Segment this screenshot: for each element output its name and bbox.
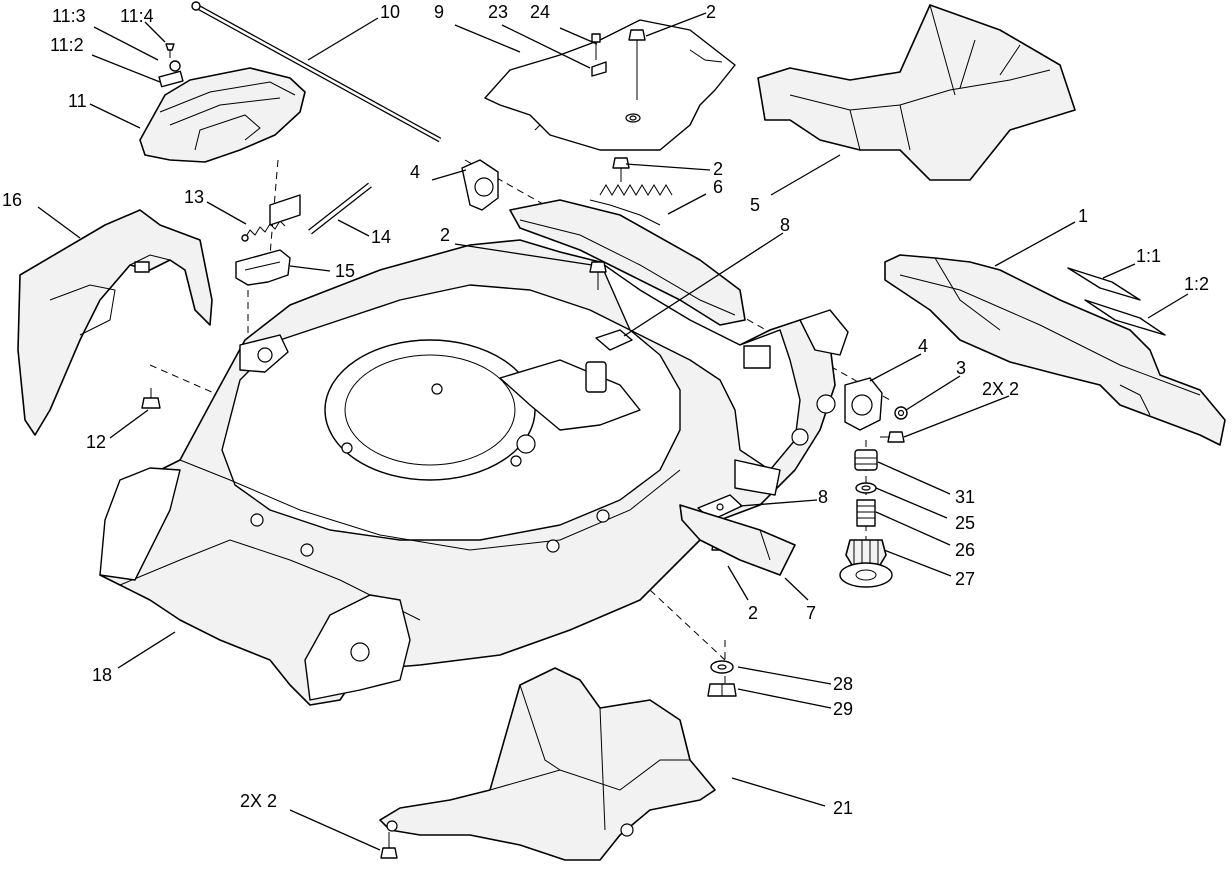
callout-11-2: 11:2 bbox=[50, 35, 84, 55]
part-26-spring bbox=[856, 499, 876, 527]
callout-3: 3 bbox=[956, 358, 966, 378]
part-15-bracket bbox=[235, 249, 291, 286]
part-11-handle-cover bbox=[139, 43, 306, 163]
part-10-rod bbox=[191, 1, 442, 143]
callout-2-top: 2 bbox=[706, 2, 716, 22]
callout-4-right: 4 bbox=[918, 336, 928, 356]
callout-31: 31 bbox=[955, 487, 975, 507]
callout-29: 29 bbox=[833, 699, 853, 719]
part-18-mower-deck bbox=[99, 199, 849, 706]
callout-27: 27 bbox=[955, 569, 975, 589]
part-3-nut bbox=[894, 406, 908, 420]
callout-14: 14 bbox=[371, 227, 391, 247]
callout-2-bottom: 2 bbox=[748, 603, 758, 623]
part-1-2-decal bbox=[1084, 299, 1166, 336]
part-2-screw-left bbox=[589, 261, 607, 290]
part-31-adjuster bbox=[854, 449, 878, 471]
callout-23: 23 bbox=[488, 2, 508, 22]
callout-5: 5 bbox=[750, 195, 760, 215]
callout-7: 7 bbox=[806, 603, 816, 623]
part-5-discharge-chute bbox=[757, 4, 1076, 181]
part-16-side-cover bbox=[17, 209, 213, 436]
callout-11: 11 bbox=[68, 91, 87, 111]
callout-1-2: 1:2 bbox=[1184, 274, 1209, 294]
part-28-washer bbox=[710, 660, 734, 674]
part-14-pin bbox=[308, 182, 372, 235]
callout-25: 25 bbox=[955, 513, 975, 533]
callout-10: 10 bbox=[380, 2, 400, 22]
part-13-spring bbox=[241, 194, 301, 242]
callout-12: 12 bbox=[86, 432, 106, 452]
callout-18: 18 bbox=[92, 665, 112, 685]
part-7-baffle bbox=[679, 504, 796, 576]
part-4-bushing-plate-left bbox=[461, 159, 499, 211]
part-1-rear-bar bbox=[884, 254, 1226, 446]
callout-1: 1 bbox=[1078, 206, 1088, 226]
callout-2x2-right: 2X 2 bbox=[982, 379, 1019, 399]
part-2-screw-front bbox=[380, 832, 398, 859]
callout-15: 15 bbox=[335, 261, 355, 281]
callout-8-top: 8 bbox=[780, 215, 790, 235]
part-9-cover-plate bbox=[484, 19, 736, 151]
callout-16: 16 bbox=[2, 190, 22, 210]
part-4-bushing-plate-right bbox=[844, 377, 883, 431]
part-12-screw bbox=[141, 388, 161, 409]
part-8-bracket-top bbox=[595, 329, 633, 351]
callout-2-mid: 2 bbox=[713, 159, 723, 179]
callout-11-3: 11:3 bbox=[52, 6, 86, 26]
callout-26: 26 bbox=[955, 540, 975, 560]
part-27-knob bbox=[839, 539, 893, 588]
callout-21: 21 bbox=[833, 798, 853, 818]
callout-2-left: 2 bbox=[440, 225, 450, 245]
callout-8-bottom: 8 bbox=[818, 487, 828, 507]
callout-1-1: 1:1 bbox=[1136, 246, 1161, 266]
callout-11-4: 11:4 bbox=[120, 6, 154, 26]
part-6-spring bbox=[589, 184, 673, 226]
callout-4-left: 4 bbox=[410, 162, 420, 182]
part-29-nut bbox=[707, 683, 737, 697]
part-2-screw-right bbox=[880, 431, 905, 443]
leader-lines bbox=[37, 12, 1189, 851]
callout-6: 6 bbox=[713, 177, 723, 197]
part-2-screw-upper bbox=[612, 157, 630, 182]
part-1-1-decal bbox=[1067, 267, 1141, 301]
callout-2x2-bottom: 2X 2 bbox=[240, 791, 277, 811]
part-21-rear-guard bbox=[379, 667, 716, 861]
part-25-washer bbox=[855, 482, 877, 494]
callout-28: 28 bbox=[833, 674, 853, 694]
callout-13: 13 bbox=[184, 187, 204, 207]
callout-labels: 11:3 11:4 11:2 11 10 9 23 24 2 16 13 14 … bbox=[2, 2, 1209, 818]
callout-24: 24 bbox=[530, 2, 550, 22]
callout-9: 9 bbox=[434, 2, 444, 22]
